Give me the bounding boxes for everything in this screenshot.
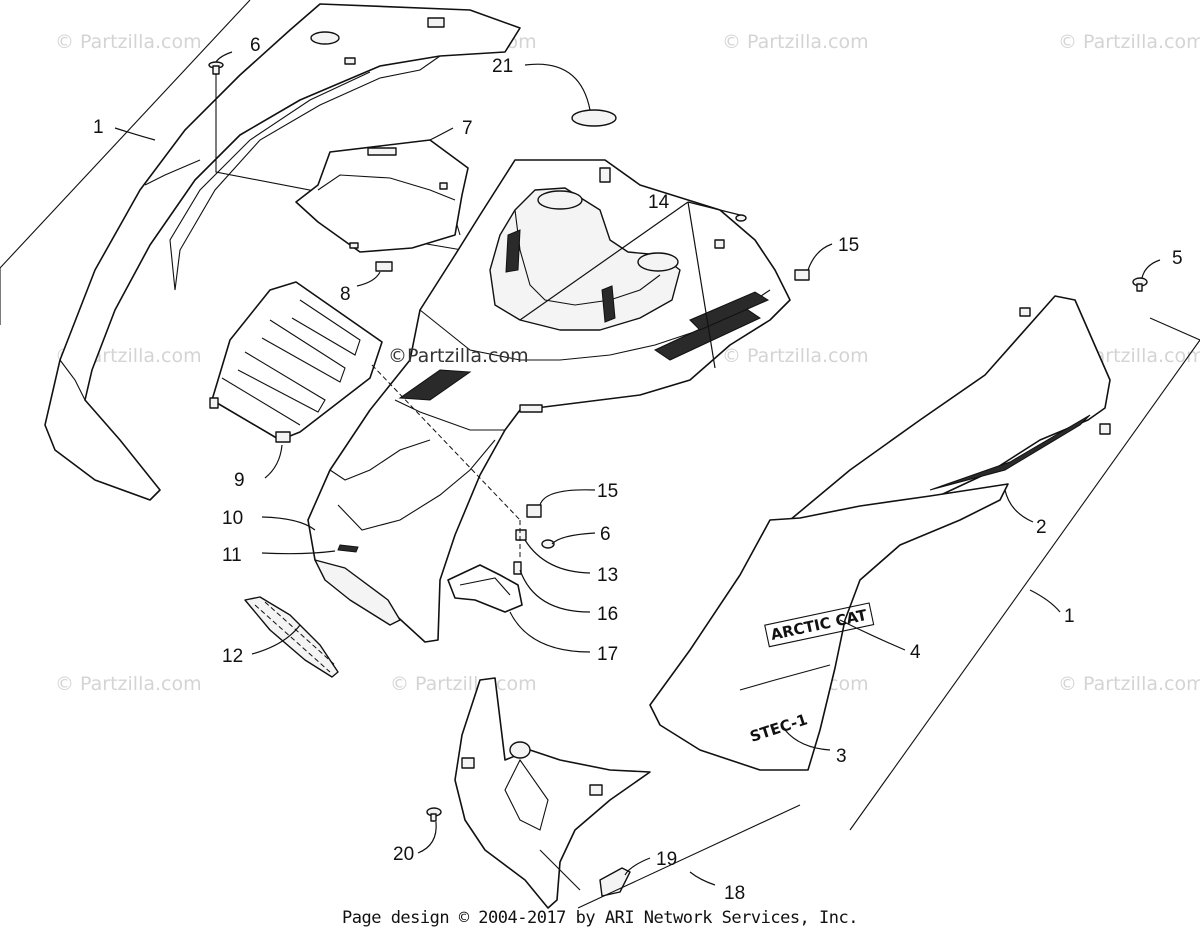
callout-11: 11 [222, 545, 242, 566]
callout-6-lower: 6 [600, 524, 611, 545]
part-9-louver [209, 281, 383, 443]
part-14-fastener [735, 214, 747, 222]
callout-16: 16 [597, 604, 618, 625]
part-19-grille [599, 867, 631, 897]
callout-10: 10 [222, 508, 243, 529]
callout-20: 20 [393, 844, 414, 865]
center-watermark: ©Partzilla.com [388, 345, 529, 367]
watermark: © Partzilla.com [1058, 31, 1200, 53]
part-21-badge [571, 109, 617, 127]
callout-5: 5 [1172, 248, 1183, 269]
callout-2: 2 [1036, 517, 1047, 538]
footer-copyright: Page design © 2004-2017 by ARI Network S… [342, 908, 858, 928]
watermark: © Partzilla.com [55, 673, 202, 695]
callout-12: 12 [222, 646, 243, 667]
callout-13: 13 [597, 565, 618, 586]
callout-9: 9 [234, 470, 245, 491]
part-11-marker [337, 544, 359, 553]
bracket-line [1149, 317, 1200, 341]
brand-decal-frame [764, 602, 875, 648]
part-12-grille [244, 596, 339, 678]
part-13-nut [515, 529, 527, 541]
part-7-inner-panel [295, 139, 469, 253]
callout-17: 17 [597, 644, 618, 665]
callout-21: 21 [492, 56, 513, 77]
bracket-line [0, 0, 251, 269]
watermark: © Partzilla.com [390, 673, 537, 695]
part-1-left-panel [44, 3, 521, 501]
part-1-right-hood: ARCTIC CAT STEC-1 [649, 483, 1009, 771]
callout-labels: 1 2 3 4 5 6 7 8 9 10 11 12 13 14 15 16 1… [93, 35, 1183, 904]
part-17-bracket [447, 564, 523, 613]
bracket-line [577, 804, 801, 909]
watermark: © Partzilla.com [1058, 673, 1200, 695]
assembly-line [371, 364, 521, 521]
callout-18: 18 [724, 883, 745, 904]
part-6-screw [208, 61, 224, 75]
watermark: © Partzilla.com [55, 31, 202, 53]
part-16-screw [513, 561, 522, 575]
callout-19: 19 [656, 849, 677, 870]
callout-7: 7 [462, 118, 473, 139]
callout-6: 6 [250, 35, 261, 56]
callout-4: 4 [910, 642, 921, 663]
callout-8: 8 [340, 284, 351, 305]
callout-1: 1 [93, 117, 104, 138]
bracket-line [849, 339, 1200, 831]
part-8-clip [375, 261, 393, 272]
part-18-lower-panel [454, 677, 651, 909]
part-15-clip [526, 269, 810, 518]
part-20-screw [426, 807, 442, 822]
part-5-screw [1132, 277, 1148, 292]
watermark: © Partzilla.com [722, 31, 869, 53]
part-6-screw-lower [541, 539, 555, 549]
callout-1-right: 1 [1064, 606, 1075, 627]
part-10-hood-body [307, 159, 791, 643]
callout-15: 15 [838, 235, 859, 256]
watermark: © Partzilla.com [722, 345, 869, 367]
callout-14: 14 [648, 192, 670, 213]
callout-15-lower: 15 [597, 481, 618, 502]
leader-lines [114, 51, 1161, 886]
callout-3: 3 [836, 746, 847, 767]
